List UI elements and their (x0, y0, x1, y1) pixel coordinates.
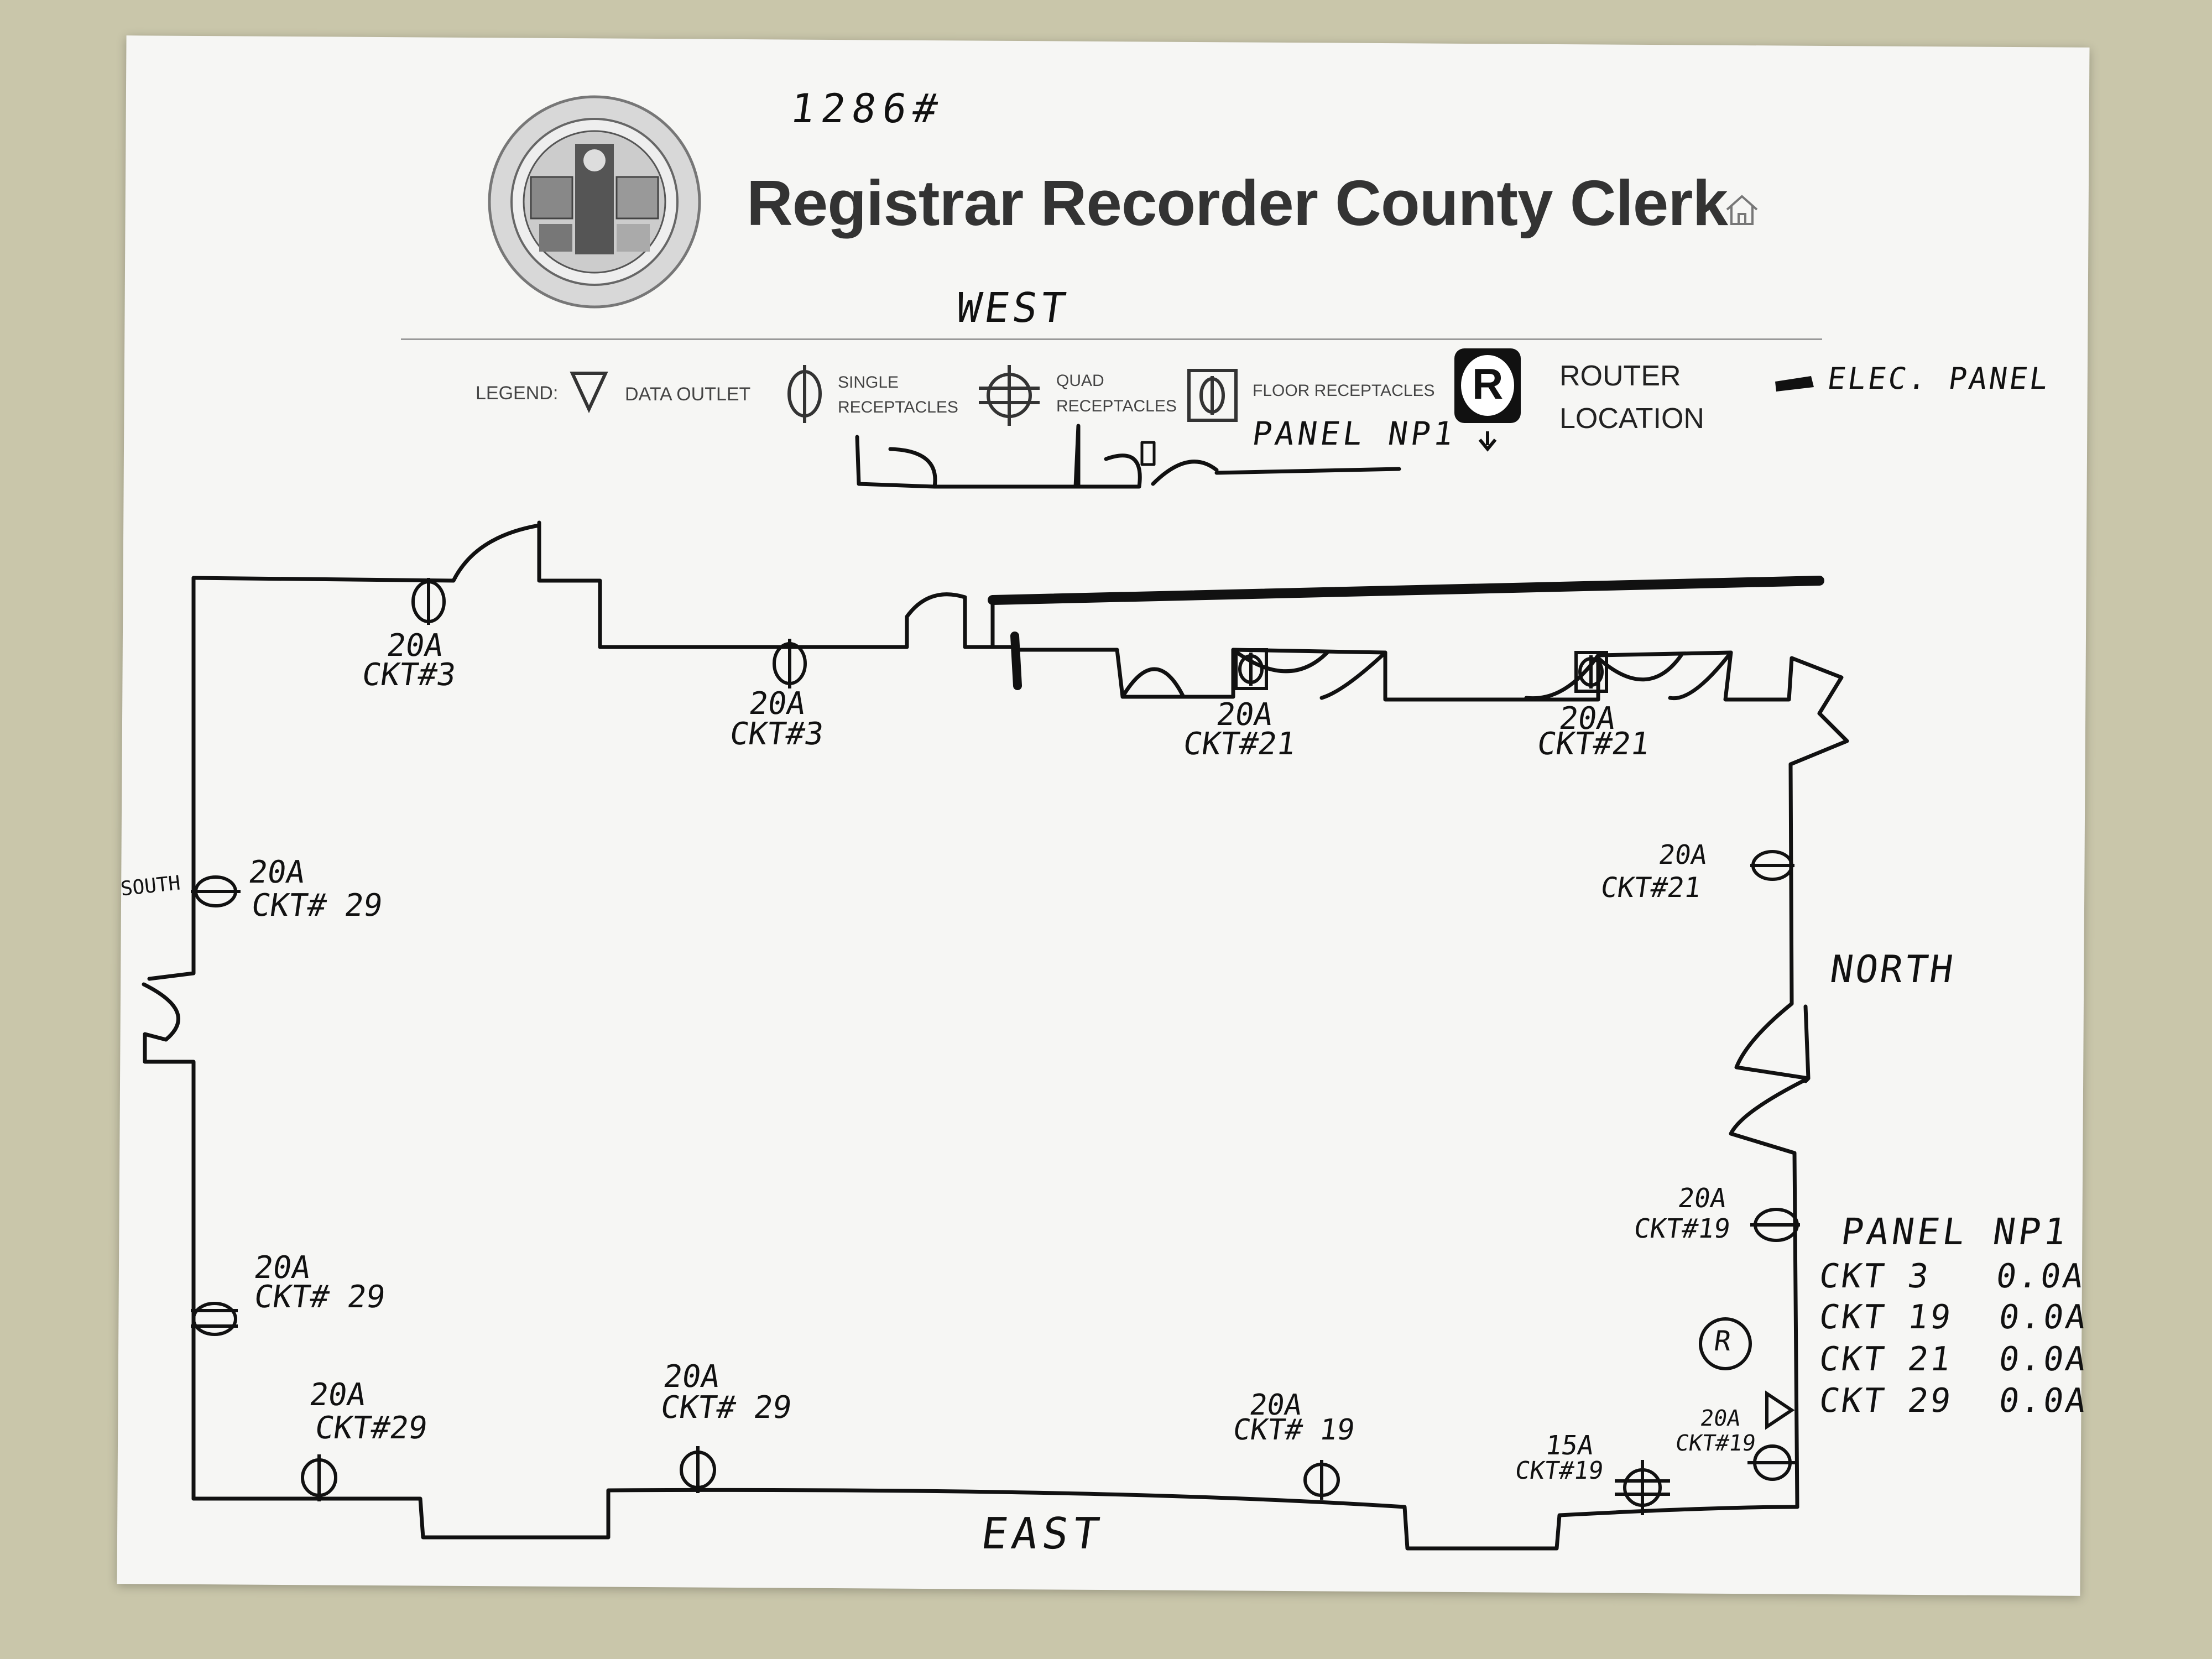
router-symbol: R (1472, 359, 1504, 408)
east-wall (1729, 762, 1811, 1509)
panel-row-load-1: 0.0A (1996, 1298, 2091, 1337)
receptacle-e4-amps: 15A (1543, 1430, 1596, 1461)
legend-floor: FLOOR RECEPTACLES (1253, 382, 1435, 400)
receptacle-e4-ckt: CKT#19 (1513, 1457, 1605, 1485)
receptacle-e3-ckt: CKT# 19 (1230, 1413, 1357, 1447)
receptacle-w2-amps: 20A (747, 686, 808, 722)
receptacle-symbol-n2 (1750, 1208, 1800, 1242)
panel-row-load-3: 0.0A (1996, 1381, 2091, 1420)
county-seal-logo (488, 95, 701, 309)
cabinet-scallops (1120, 648, 1733, 701)
receptacle-symbol-e5 (1747, 1444, 1797, 1481)
receptacle-e2-ckt: CKT# 29 (658, 1390, 794, 1426)
elec-panel-icon (1775, 376, 1814, 392)
receptacle-symbol-s1 (191, 875, 241, 907)
receptacle-n2-ckt: CKT#19 (1632, 1213, 1733, 1244)
panel-room-outline (855, 424, 1401, 489)
receptacle-e5-ckt: CKT#19 (1673, 1431, 1757, 1456)
down-arrow-icon (1478, 431, 1497, 452)
panel-row-ckt-3: CKT 29 (1817, 1381, 1955, 1420)
receptacle-s1-amps: 20A (246, 854, 307, 890)
receptacle-e5-amps: 20A (1698, 1406, 1743, 1431)
direction-east: EAST (978, 1509, 1107, 1559)
west-wall-bar (1010, 632, 1022, 690)
header-divider (401, 338, 1822, 340)
receptacle-symbol-w3 (1234, 648, 1268, 690)
quad-receptacle-icon (979, 365, 1040, 426)
receptacle-n1-ckt: CKT#21 (1598, 872, 1703, 904)
receptacle-e2-amps: 20A (661, 1359, 722, 1395)
legend-router-2: LOCATION (1559, 403, 1704, 435)
home-icon (1726, 195, 1758, 225)
receptacle-e1-ckt: CKT#29 (312, 1410, 430, 1446)
legend-single-2: RECEPTACLES (838, 398, 958, 416)
data-outlet-mark (1765, 1390, 1795, 1430)
panel-row-load-0: 0.0A (1994, 1257, 2088, 1296)
receptacle-symbol-e3 (1303, 1460, 1340, 1500)
legend-quad-1: QUAD (1056, 372, 1104, 390)
receptacle-symbol-w4 (1574, 651, 1608, 693)
receptacle-symbol-n1 (1750, 850, 1794, 881)
receptacle-w1-ckt: CKT#3 (359, 657, 458, 693)
receptacle-n2-amps: 20A (1676, 1183, 1729, 1214)
north-wall-thick (988, 576, 1824, 605)
south-wall (142, 576, 196, 1501)
floor-receptacle-icon (1187, 369, 1238, 422)
router-legend-icon (1454, 348, 1521, 452)
receptacle-symbol-e2 (680, 1446, 716, 1493)
panel-row-ckt-0: CKT 3 (1817, 1257, 1933, 1296)
single-receptacle-icon (787, 365, 822, 423)
west-wall (191, 520, 1822, 649)
receptacle-symbol-w2 (773, 639, 807, 688)
receptacle-symbol-e4 (1615, 1460, 1670, 1515)
receptacle-n1-amps: 20A (1657, 839, 1709, 870)
direction-north: NORTH (1827, 948, 1958, 992)
receptacle-w2-ckt: CKT#3 (727, 716, 826, 752)
data-outlet-icon (570, 372, 608, 414)
legend-router-1: ROUTER (1559, 360, 1681, 392)
receptacle-w3-ckt: CKT#21 (1181, 726, 1298, 762)
elec-panel-small (1140, 441, 1156, 466)
panel-row-ckt-2: CKT 21 (1817, 1340, 1955, 1379)
receptacle-symbol-s2 (191, 1302, 238, 1336)
receptacle-w4-ckt: CKT#21 (1535, 726, 1652, 762)
east-side-wall (191, 1488, 1799, 1551)
legend-single-1: SINGLE (838, 373, 899, 392)
router-mark-circle (1699, 1317, 1752, 1370)
receptacle-e1-amps: 20A (307, 1377, 368, 1413)
receptacle-s1-ckt: CKT# 29 (249, 888, 385, 924)
legend-data-outlet: DATA OUTLET (625, 384, 751, 405)
legend-quad-2: RECEPTACLES (1056, 397, 1177, 415)
receptacle-symbol-w1 (411, 578, 446, 625)
panel-row-ckt-1: CKT 19 (1817, 1298, 1955, 1337)
page-title: Registrar Recorder County Clerk (747, 167, 1728, 239)
panel-row-load-2: 0.0A (1996, 1340, 2091, 1379)
receptacle-s2-ckt: CKT# 29 (252, 1279, 388, 1315)
panel-table-title: PANEL NP1 (1838, 1211, 2073, 1253)
receptacle-symbol-e1 (301, 1454, 337, 1501)
legend-label: LEGEND: (476, 383, 559, 404)
